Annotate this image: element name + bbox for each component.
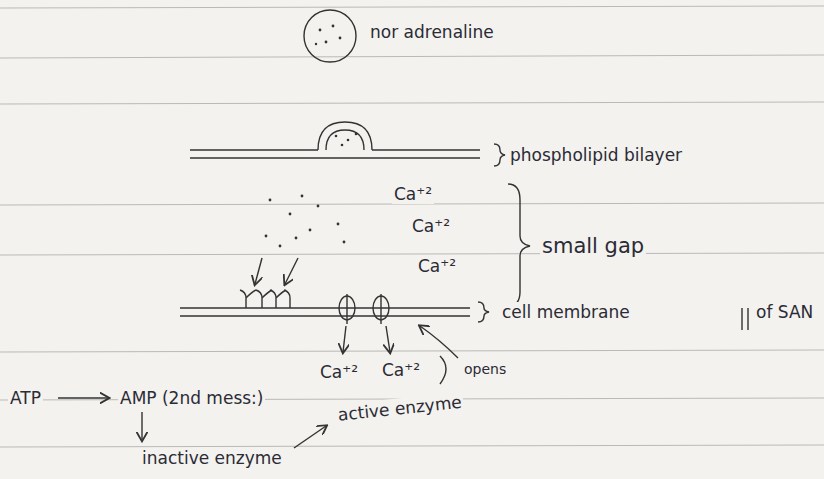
- bilayer-line: [190, 157, 480, 158]
- note-label: AMP (2nd mess:): [118, 388, 265, 408]
- vesicle: [304, 10, 356, 62]
- arrow: [255, 258, 262, 284]
- membrane-line: [180, 307, 470, 308]
- arrow: [294, 426, 326, 448]
- arrow: [420, 326, 458, 358]
- separator: [742, 308, 748, 330]
- arrow: [285, 258, 298, 284]
- note-label: Ca⁺²: [416, 256, 458, 276]
- brace: [494, 144, 505, 166]
- note-label: small gap: [540, 234, 646, 259]
- membrane-line: [180, 315, 470, 316]
- arrow: [58, 397, 108, 398]
- bracket: [440, 356, 446, 384]
- note-label: Ca⁺²: [318, 362, 360, 382]
- receptor: [240, 290, 272, 308]
- brace: [508, 184, 530, 306]
- arrow: [343, 326, 346, 352]
- note-label: of SAN: [754, 302, 815, 322]
- note-label: active enzyme: [335, 392, 465, 425]
- molecule-dots: [265, 25, 358, 248]
- note-label: Ca⁺²: [410, 216, 452, 236]
- note-label: ATP: [8, 388, 43, 408]
- note-label: Ca⁺²: [392, 184, 434, 204]
- receptor: [270, 290, 290, 308]
- arrow: [141, 412, 142, 440]
- note-label: nor adrenaline: [368, 22, 496, 42]
- note-label: cell membrane: [500, 302, 632, 322]
- brace: [478, 302, 489, 322]
- note-label: inactive enzyme: [140, 448, 284, 468]
- arrow: [386, 326, 390, 352]
- fusing-vesicle: [326, 130, 364, 150]
- note-label: phospholipid bilayer: [508, 145, 684, 165]
- bilayer-line: [190, 149, 480, 150]
- note-label: opens: [462, 360, 508, 378]
- ruled-lines: [0, 6, 824, 447]
- fusing-vesicle: [318, 122, 372, 150]
- note-label: Ca⁺²: [380, 360, 422, 380]
